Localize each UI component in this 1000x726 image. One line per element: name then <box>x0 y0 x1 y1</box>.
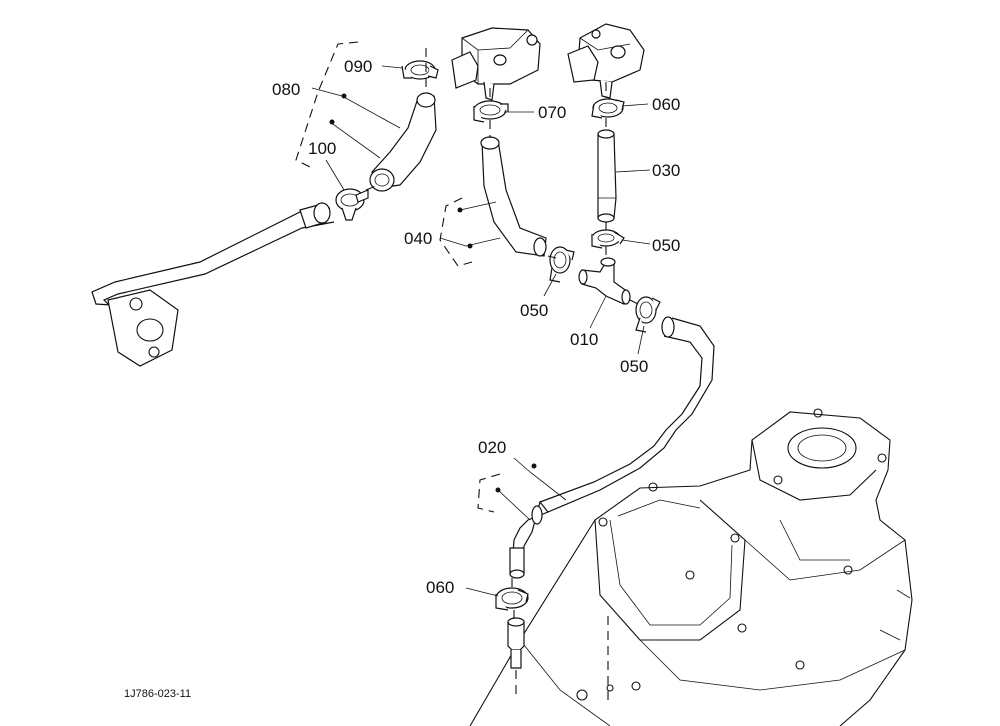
hose-040 <box>480 136 547 257</box>
metal-pipe <box>91 202 335 367</box>
callout-050-right: 050 <box>652 236 680 255</box>
callout-050-low: 050 <box>620 357 648 376</box>
clamp-100 <box>335 188 369 221</box>
drawing-code: 1J786-023-11 <box>124 688 191 700</box>
clamp-060-bottom <box>495 587 529 611</box>
callout-030: 030 <box>652 161 680 180</box>
callout-020: 020 <box>478 438 506 457</box>
pressure-sensor-right <box>567 23 645 99</box>
clamp-050-low <box>635 296 661 333</box>
clamp-070 <box>473 100 509 123</box>
callout-040: 040 <box>404 229 432 248</box>
leader-lines <box>311 65 651 597</box>
tube-030 <box>597 129 617 223</box>
hose-080 <box>369 92 437 192</box>
callout-100: 100 <box>308 139 336 158</box>
assembly-lines <box>365 48 639 700</box>
tee-fitting-010 <box>578 257 631 305</box>
group-brackets <box>295 41 501 513</box>
engine-block <box>469 408 913 726</box>
callout-060-top: 060 <box>652 95 680 114</box>
callout-010: 010 <box>570 330 598 349</box>
clamp-060-top <box>591 98 625 119</box>
pressure-sensor-left <box>451 27 541 101</box>
clamp-050-right <box>591 229 625 249</box>
hose-020 <box>509 316 715 579</box>
clamp-050-mid <box>549 246 575 283</box>
pipe-fitting-bottom <box>507 617 525 669</box>
clamp-090 <box>401 60 439 80</box>
callout-070: 070 <box>538 103 566 122</box>
callout-060-bottom: 060 <box>426 578 454 597</box>
callout-090: 090 <box>344 57 372 76</box>
callout-050-mid: 050 <box>520 301 548 320</box>
callout-080: 080 <box>272 80 300 99</box>
